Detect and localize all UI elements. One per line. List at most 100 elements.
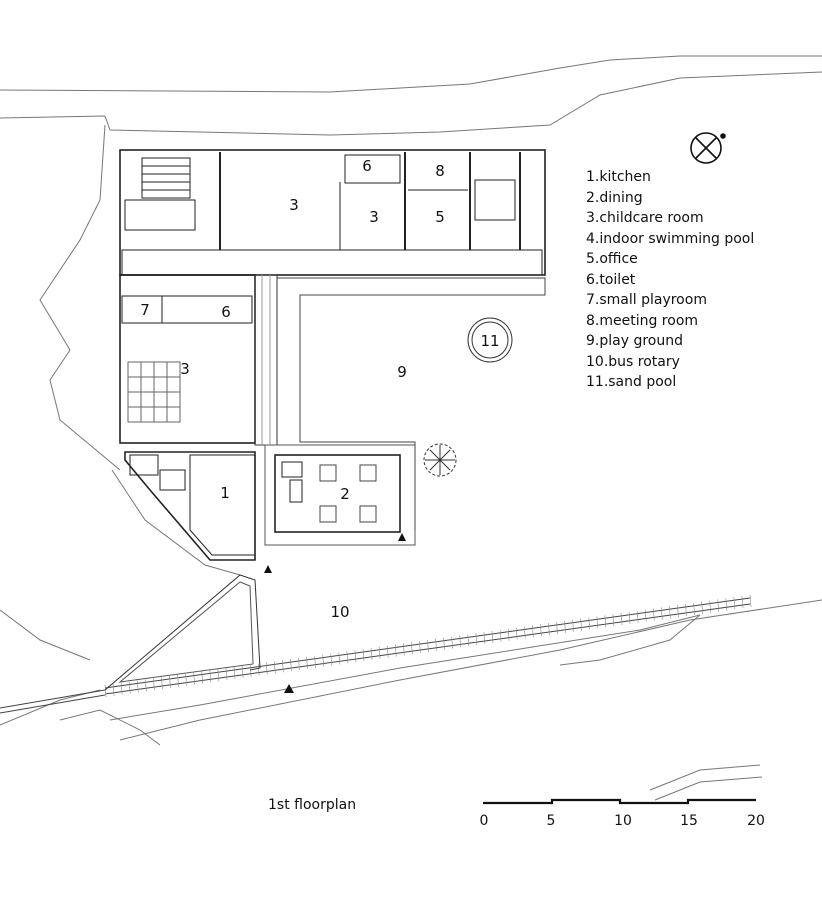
track-tie [241,665,244,678]
track-tie [225,668,228,681]
scale-label: 10 [614,813,632,829]
track-tie [322,654,324,667]
track-tie [104,684,107,698]
legend-item: 1.kitchen [586,169,651,185]
track-tie [701,601,703,614]
track-tie [661,607,663,620]
scale-bar [483,798,756,805]
track-tie [185,673,187,686]
track-tie [153,678,155,691]
playground-boundary [277,277,546,530]
track-tie [378,646,381,659]
track-tie [233,666,236,680]
track-tie [120,682,123,695]
room-number-playground: 9 [397,363,407,381]
track-tie [249,664,252,677]
scale-label: 20 [747,813,765,829]
track-tie [193,672,195,685]
entrance-triangle-icon [284,684,294,693]
track-tie [403,643,405,656]
legend-item: 11.sand pool [586,374,677,390]
track-tie [709,600,711,613]
track-tie [419,641,421,654]
track-tie [620,612,623,626]
track-tie [685,603,687,617]
track-tie [177,674,179,687]
track-tie [136,680,139,693]
track-tie [596,616,599,629]
track-tie [169,675,171,689]
track-tie [394,644,397,657]
room-number-bus-rotary: 10 [330,603,349,621]
entrance-triangle-icon [398,533,406,541]
room-number-kitchen: 1 [220,484,230,502]
track-tie [435,638,437,651]
room-number-office: 5 [435,208,445,226]
scale-label: 0 [479,813,489,829]
track-tie [588,617,591,630]
legend-item: 4.indoor swimming pool [586,230,755,247]
scale-label: 15 [680,813,698,829]
track-tie [677,605,679,618]
legend-item: 2.dining [586,189,643,206]
legend-item: 10.bus rotary [586,353,680,370]
track-tie [145,679,147,692]
track-tie [491,630,494,644]
track-tie [548,623,550,636]
north-arrow-icon [690,132,726,164]
track-tie [467,634,470,647]
track-tie [644,609,647,622]
kitchen-block [124,451,256,561]
room-number-dining: 2 [340,485,350,503]
room-number-childcare: 3 [289,196,299,214]
track-tie [161,677,163,690]
track-tie [717,599,720,612]
track-tie [580,618,582,631]
track-ties [104,594,752,698]
track-tie [314,655,316,668]
track-tie [499,629,502,642]
track-tie [741,596,744,609]
track-tie [346,651,349,664]
track-tie [693,602,695,615]
room-number-childcare: 3 [180,360,190,378]
track-tie [112,683,115,696]
track-tie [282,660,284,673]
legend-item: 6.toilet [586,271,636,288]
track-tie [290,659,292,672]
room-number-sand-pool: 11 [480,332,499,350]
room-number-small-playroom: 7 [140,301,150,319]
room-number-childcare: 3 [369,208,379,226]
track-tie [669,606,671,619]
entrance-triangle-icon [264,565,272,573]
track-tie [515,627,518,640]
track-tie [572,619,574,632]
track-tie [338,652,341,665]
dining-block [264,444,416,546]
legend-item: 3.childcare room [586,210,704,226]
plan-caption: 1st floorplan [268,797,357,813]
track-tie [306,656,308,669]
track-tie [386,645,389,658]
room-legend: 1.kitchen 2.dining 3.childcare room 4.in… [586,167,754,393]
track-tie [451,636,453,649]
track-tie [749,594,752,608]
track-tie [733,597,736,610]
track-tie [507,628,510,641]
track-tie [636,610,639,623]
track-tie [217,669,220,682]
track-tie [330,653,333,666]
track-tie [483,632,486,645]
track-tie [459,635,462,648]
track-tie [370,647,373,660]
track-tie [523,626,526,639]
track-tie [725,598,728,611]
legend-item: 7.small playroom [586,292,707,308]
bus-rotary-outline [104,574,261,691]
bus-rotary-inner [118,581,254,683]
room-number-toilet: 6 [362,157,372,175]
legend-item: 5.office [586,251,638,267]
north-wing [119,149,546,276]
track-tie [128,681,131,694]
